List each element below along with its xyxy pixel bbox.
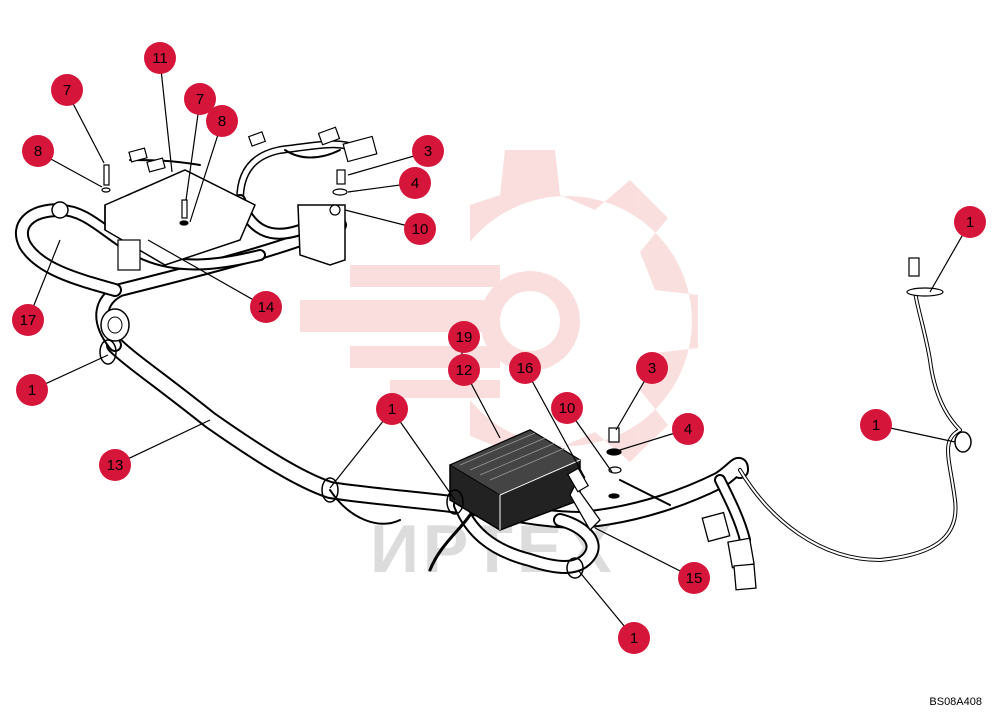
svg-text:7: 7	[196, 91, 204, 108]
mounting-bracket	[297, 204, 346, 266]
callout-10a: 10	[404, 213, 436, 245]
callout-19: 19	[448, 321, 480, 353]
svg-text:8: 8	[34, 143, 42, 160]
svg-text:16: 16	[517, 360, 534, 377]
svg-text:1: 1	[28, 382, 36, 399]
callout-14: 14	[250, 291, 282, 323]
sensor-connector	[906, 257, 944, 297]
leader-lines	[27, 59, 971, 639]
svg-text:10: 10	[559, 400, 576, 417]
callout-1a: 1	[16, 374, 48, 406]
watermark-gear-logo	[300, 150, 698, 492]
svg-text:17: 17	[20, 312, 37, 329]
callout-4a: 4	[399, 167, 431, 199]
callout-3a: 3	[412, 135, 444, 167]
svg-text:15: 15	[686, 570, 703, 587]
svg-text:10: 10	[412, 221, 429, 238]
callout-7a: 7	[51, 74, 83, 106]
callout-17: 17	[12, 304, 44, 336]
svg-text:4: 4	[411, 175, 419, 192]
cable-ties	[99, 339, 972, 579]
svg-text:19: 19	[456, 329, 473, 346]
callout-1d: 1	[954, 206, 986, 238]
callout-1c: 1	[860, 409, 892, 441]
callout-8a: 8	[22, 135, 54, 167]
callout-7b: 7	[184, 83, 216, 115]
callout-4b: 4	[672, 413, 704, 445]
round-connector	[100, 308, 130, 342]
top-connectors	[128, 126, 378, 173]
svg-text:14: 14	[258, 299, 275, 316]
callout-12: 12	[448, 354, 480, 386]
callout-8b: 8	[206, 105, 238, 137]
callouts: 11 7 7 8 8 3 4 10 17 14 1 1 13 19 12 16 …	[12, 42, 986, 654]
callout-13: 13	[99, 449, 131, 481]
callout-1b: 1	[376, 393, 408, 425]
svg-text:1: 1	[966, 214, 974, 231]
svg-text:1: 1	[872, 417, 880, 434]
callout-1e: 1	[618, 622, 650, 654]
svg-text:1: 1	[388, 401, 396, 418]
svg-text:8: 8	[218, 113, 226, 130]
control-module-bracket	[51, 169, 256, 271]
hardware-bolts	[101, 164, 622, 499]
svg-text:13: 13	[107, 457, 124, 474]
svg-text:4: 4	[684, 421, 692, 438]
fuse-holder	[566, 467, 601, 532]
svg-text:7: 7	[63, 82, 71, 99]
callout-11: 11	[144, 42, 176, 74]
svg-text:12: 12	[456, 362, 473, 379]
svg-text:1: 1	[630, 630, 638, 647]
reference-code: BS08A408	[929, 696, 982, 708]
callout-16: 16	[509, 352, 541, 384]
callout-3b: 3	[636, 352, 668, 384]
svg-text:3: 3	[424, 143, 432, 160]
callout-10b: 10	[551, 392, 583, 424]
right-connectors	[701, 511, 757, 591]
callout-15: 15	[678, 562, 710, 594]
svg-text:3: 3	[648, 360, 656, 377]
svg-text:11: 11	[152, 50, 168, 67]
electronic-module-box	[448, 429, 582, 531]
